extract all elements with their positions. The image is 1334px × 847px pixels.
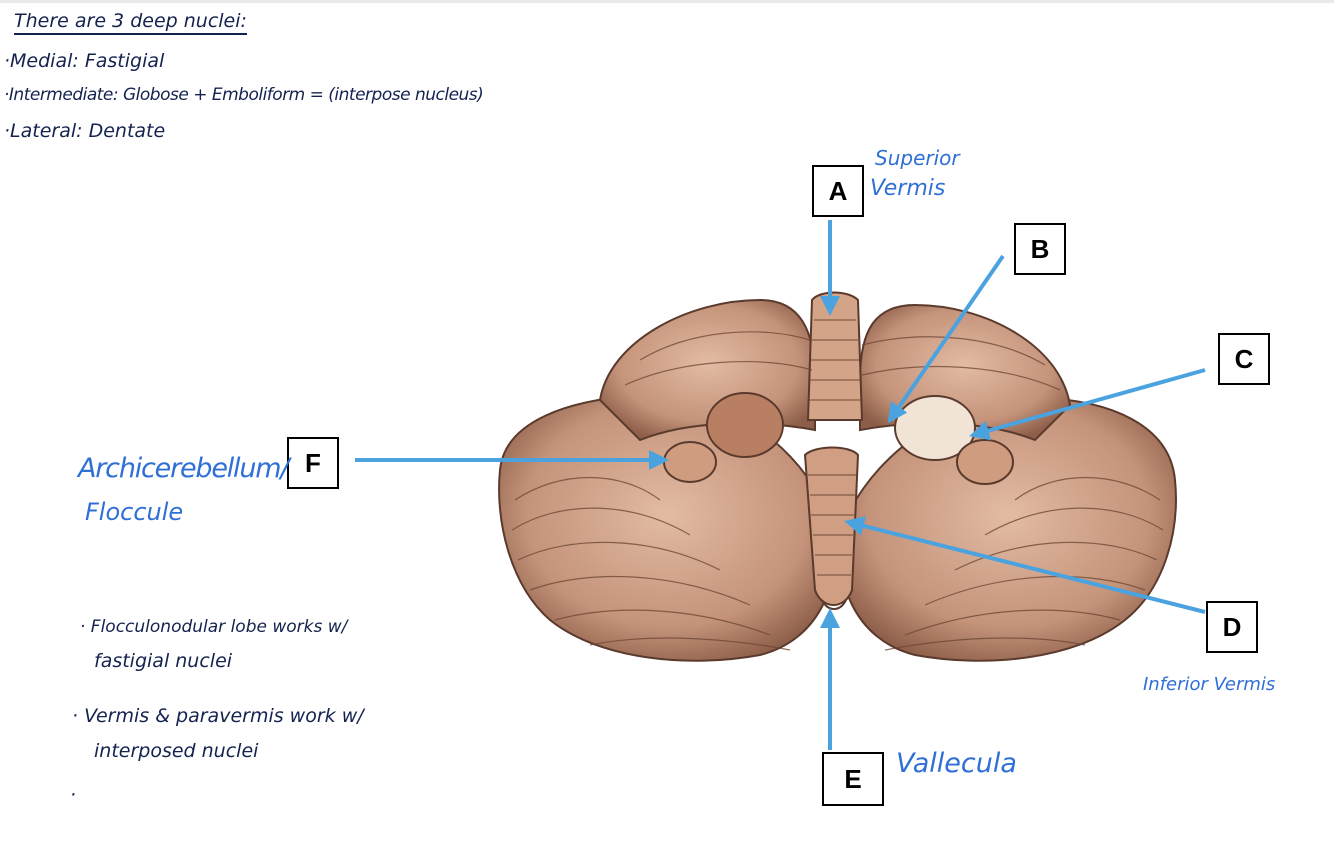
annotation-archicerebellum: Archicerebellum/ (78, 453, 289, 484)
note-fastigial-nuclei: fastigial nuclei (94, 650, 233, 672)
left-peduncle-cut (706, 392, 784, 458)
annotation-floccule: Floccule (85, 498, 184, 526)
annotation-vallecula: Vallecula (896, 748, 1017, 779)
right-flocculus (956, 439, 1014, 485)
cerebellum-illustration (498, 291, 1177, 662)
note-medial: ·Medial: Fastigial (4, 50, 165, 72)
label-box-c: C (1218, 333, 1270, 385)
note-trailing-dot: · (70, 784, 77, 806)
annotation-vermis: Vermis (870, 176, 946, 201)
note-intermediate: ·Intermediate: Globose + Emboliform = (i… (4, 85, 484, 105)
right-hemisphere (839, 396, 1177, 662)
top-border (0, 0, 1334, 3)
note-flocculonodular: · Flocculonodular lobe works w/ (80, 617, 348, 637)
note-lateral: ·Lateral: Dentate (4, 120, 166, 142)
arrow-c (969, 368, 1206, 441)
label-box-f: F (287, 437, 339, 489)
arrow-b (887, 254, 1005, 424)
inferior-vermis (803, 446, 860, 606)
annotation-inferior-vermis: Inferior Vermis (1143, 674, 1276, 695)
left-flocculus (663, 441, 717, 483)
label-box-e: E (822, 752, 884, 806)
label-box-a: A (812, 165, 864, 217)
label-box-d: D (1206, 601, 1258, 653)
note-vermis-paravermis: · Vermis & paravermis work w/ (72, 705, 364, 727)
notes-heading: There are 3 deep nuclei: (14, 10, 247, 35)
left-hemisphere (498, 393, 836, 662)
note-interposed-nuclei: interposed nuclei (94, 740, 259, 762)
arrow-d (844, 516, 1206, 614)
superior-vermis (806, 291, 864, 421)
annotation-superior: Superior (875, 146, 960, 170)
label-box-b: B (1014, 223, 1066, 275)
